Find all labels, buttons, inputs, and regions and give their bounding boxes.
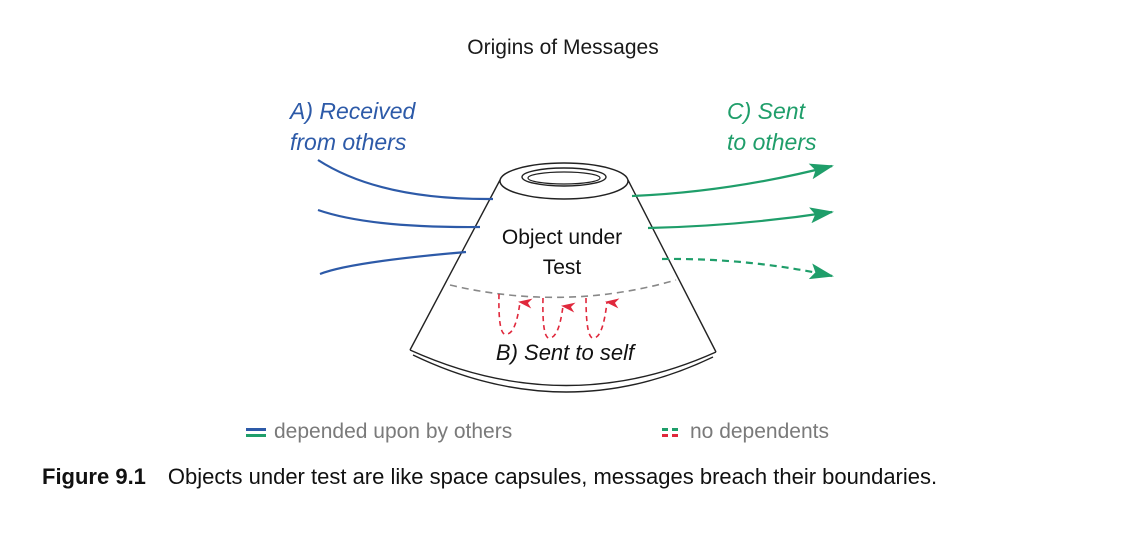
outgoing-messages xyxy=(631,163,834,280)
legend-label: depended upon by others xyxy=(274,420,513,443)
dashed-double-line-icon xyxy=(660,425,684,439)
capsule-left-side xyxy=(409,179,501,351)
received-from-others-label: A) Received from others xyxy=(290,98,416,155)
capsule-base-rim xyxy=(409,349,717,387)
sent-to-self-label: B) Sent to self xyxy=(495,340,635,365)
incoming-line xyxy=(317,208,481,229)
legend-label: no dependents xyxy=(690,420,829,443)
solid-double-line-icon xyxy=(244,425,268,439)
capsule-base-rim-lower xyxy=(412,354,714,393)
self-loop-arrow xyxy=(498,293,533,336)
inner-boundary-dashed xyxy=(449,279,677,299)
outgoing-arrow-dashed xyxy=(661,257,834,280)
self-loop-arrow xyxy=(542,297,576,339)
incoming-line xyxy=(317,159,494,201)
capsule-right-side xyxy=(627,179,717,353)
figure-caption: Figure 9.1 Objects under test are like sp… xyxy=(42,464,937,490)
self-loop-arrow xyxy=(585,297,620,339)
incoming-messages xyxy=(317,159,494,276)
capsule-top-inner xyxy=(521,167,607,187)
legend-item-dashed: no dependents xyxy=(660,420,829,444)
outgoing-arrow-solid xyxy=(631,163,834,198)
outgoing-arrow-solid xyxy=(647,207,834,230)
diagram-title: Origins of Messages xyxy=(467,36,659,59)
self-messages xyxy=(498,293,620,339)
sent-to-others-label: C) Sent to others xyxy=(727,98,817,155)
object-under-test-label: Object under Test xyxy=(501,226,623,279)
figure-number: Figure 9.1 xyxy=(42,464,146,489)
legend-item-solid: depended upon by others xyxy=(244,420,512,444)
capsule xyxy=(409,162,717,393)
incoming-line xyxy=(319,250,467,276)
caption-text: Objects under test are like space capsul… xyxy=(167,464,938,489)
